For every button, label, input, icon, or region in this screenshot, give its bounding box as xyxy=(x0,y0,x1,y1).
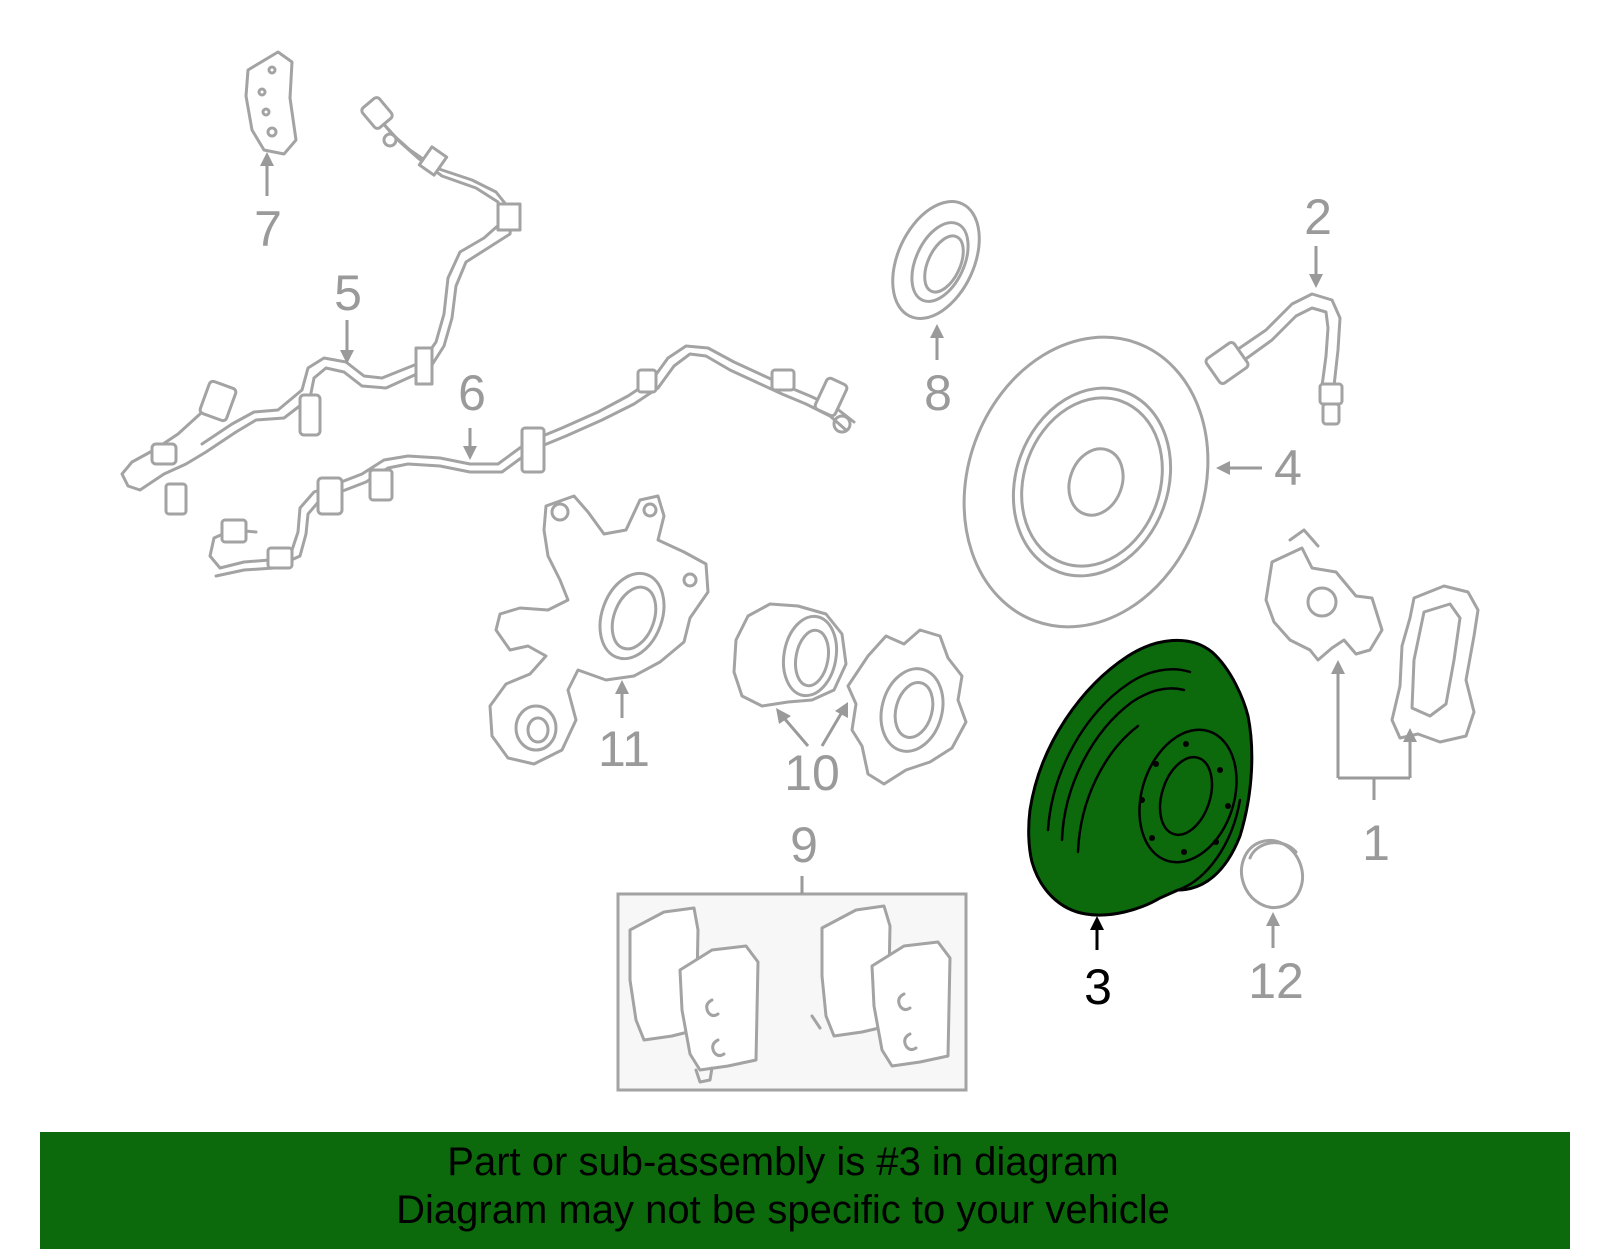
part-10-hub-bearing[interactable] xyxy=(732,602,968,786)
arrow-1-right xyxy=(1403,728,1417,742)
part-3-brake-rotor[interactable] xyxy=(1027,638,1254,917)
part-4-dust-shield[interactable] xyxy=(924,303,1247,662)
callout-9[interactable]: 9 xyxy=(790,817,818,873)
callout-10[interactable]: 10 xyxy=(784,745,840,801)
banner-line-disclaimer: Diagram may not be specific to your vehi… xyxy=(396,1188,1170,1232)
part-12-dust-cap[interactable] xyxy=(1232,832,1312,916)
arrow-11 xyxy=(615,680,629,694)
arrow-12 xyxy=(1266,912,1280,926)
part-8-seal[interactable] xyxy=(875,188,996,333)
callout-12[interactable]: 12 xyxy=(1248,953,1304,1009)
leader-10-left xyxy=(782,717,810,747)
part-9-brake-pads[interactable] xyxy=(616,892,968,1092)
info-banner: Part or sub-assembly is #3 in diagram Di… xyxy=(40,1132,1570,1249)
arrow-8 xyxy=(930,324,944,338)
part-7-bracket[interactable] xyxy=(244,50,298,156)
part-2-brake-hose[interactable] xyxy=(1204,292,1344,426)
leader-10-right xyxy=(820,711,844,747)
part-6-abs-wire[interactable] xyxy=(208,344,856,578)
part-1-caliper[interactable] xyxy=(1264,528,1480,744)
arrow-7 xyxy=(260,152,274,166)
arrow-4 xyxy=(1216,461,1230,475)
callout-5[interactable]: 5 xyxy=(334,265,362,321)
part-11-knuckle[interactable] xyxy=(488,494,710,766)
arrow-10-right xyxy=(835,702,848,718)
part-5-abs-wire[interactable] xyxy=(120,96,522,516)
callout-3[interactable]: 3 xyxy=(1084,959,1112,1015)
arrow-6 xyxy=(463,446,477,460)
arrow-5 xyxy=(340,350,354,364)
callout-11[interactable]: 11 xyxy=(598,721,650,777)
callout-4[interactable]: 4 xyxy=(1274,440,1302,496)
callout-7[interactable]: 7 xyxy=(254,201,282,257)
arrow-1-left xyxy=(1331,660,1345,674)
callout-2[interactable]: 2 xyxy=(1304,189,1332,245)
arrow-10-left xyxy=(776,708,791,724)
banner-line-part: Part or sub-assembly is #3 in diagram xyxy=(447,1140,1119,1184)
callout-1[interactable]: 1 xyxy=(1362,815,1390,871)
arrow-3 xyxy=(1090,916,1104,930)
callout-8[interactable]: 8 xyxy=(924,365,952,421)
arrow-2 xyxy=(1309,274,1323,288)
callout-6[interactable]: 6 xyxy=(458,365,486,421)
